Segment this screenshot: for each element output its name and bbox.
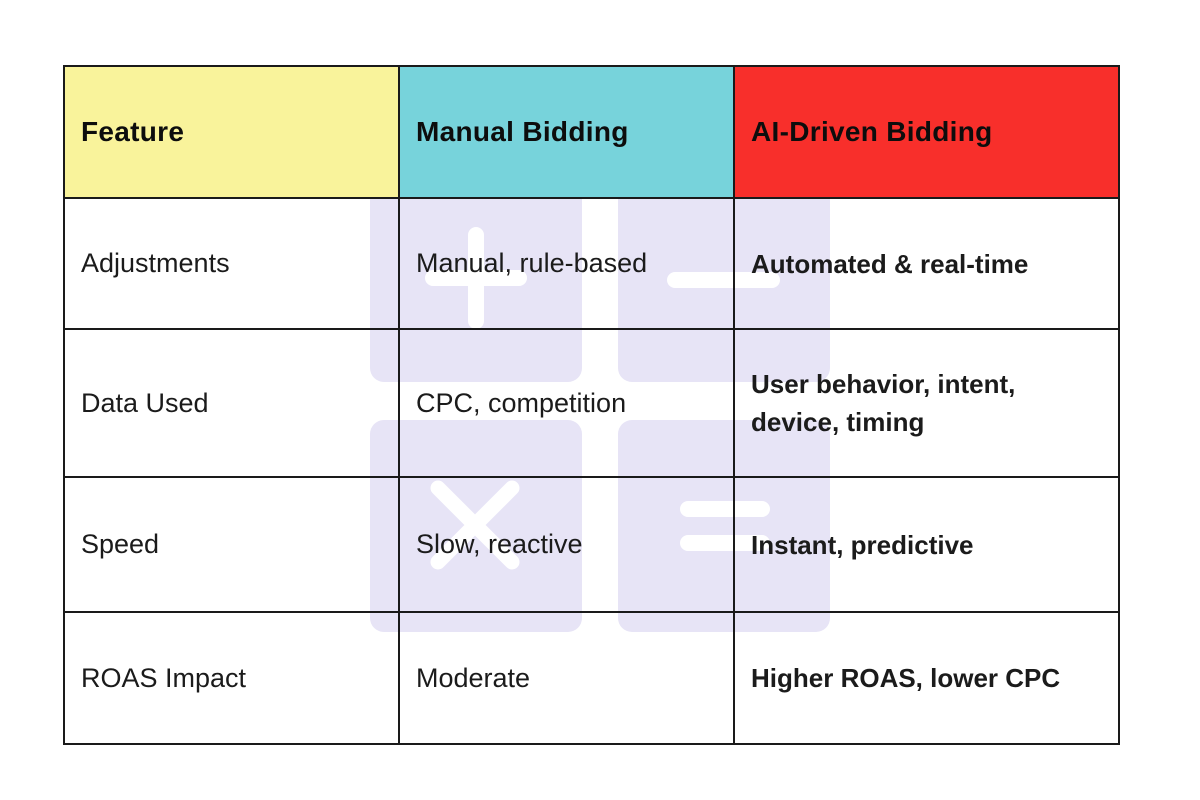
ai-cell: Instant, predictive [733,476,1120,613]
header-feature: Feature [63,65,400,199]
manual-cell: Moderate [398,611,735,745]
ai-cell: Automated & real-time [733,197,1120,330]
table-row-roas-impact: ROAS Impact Moderate Higher ROAS, lower … [63,611,1120,745]
header-row: Feature Manual Bidding AI-Driven Bidding [63,65,1120,199]
manual-cell: Slow, reactive [398,476,735,613]
manual-cell: Manual, rule-based [398,197,735,330]
table-row-data-used: Data Used CPC, competition User behavior… [63,328,1120,478]
feature-cell: Adjustments [63,197,400,330]
feature-cell: Speed [63,476,400,613]
comparison-table: Feature Manual Bidding AI-Driven Bidding… [63,65,1120,745]
manual-cell: CPC, competition [398,328,735,478]
table-row-adjustments: Adjustments Manual, rule-based Automated… [63,197,1120,330]
feature-cell: Data Used [63,328,400,478]
header-manual-bidding: Manual Bidding [398,65,735,199]
ai-cell: Higher ROAS, lower CPC [733,611,1120,745]
header-ai-driven-bidding: AI-Driven Bidding [733,65,1120,199]
table-row-speed: Speed Slow, reactive Instant, predictive [63,476,1120,613]
ai-cell: User behavior, intent, device, timing [733,328,1120,478]
feature-cell: ROAS Impact [63,611,400,745]
